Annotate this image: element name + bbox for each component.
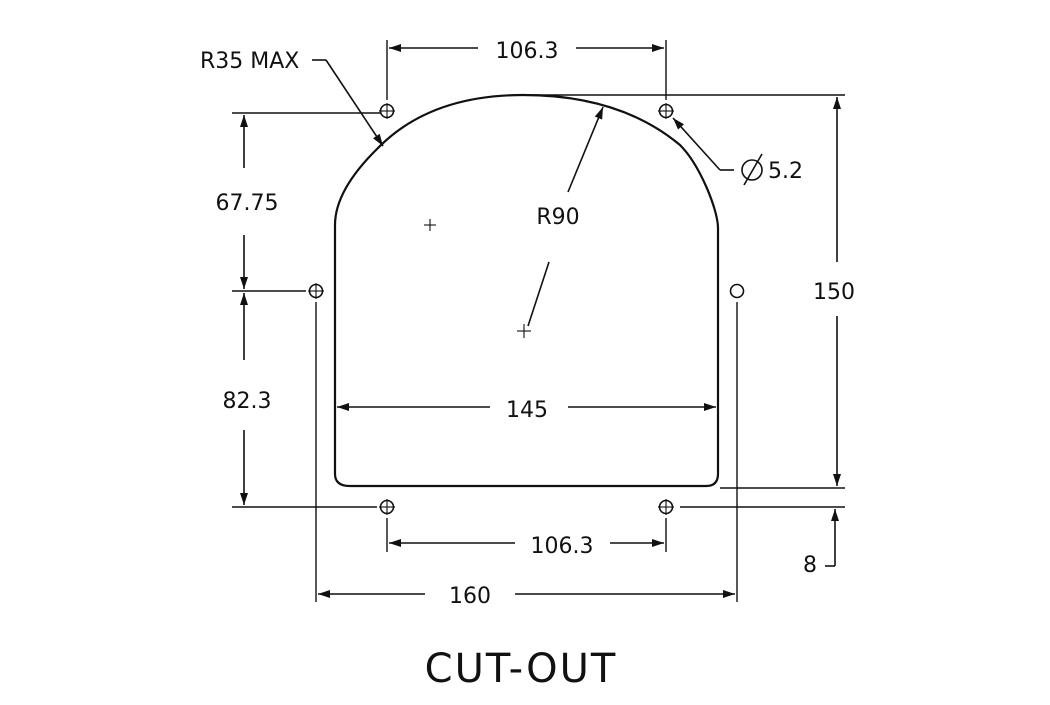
bottom-hole-spacing-label: 106.3: [531, 534, 594, 559]
drawing-title: CUT-OUT: [425, 646, 618, 692]
corner-radius-label: R35 MAX: [200, 49, 299, 74]
cutout-outline: [333, 93, 720, 488]
overall-height-label: 150: [813, 280, 855, 305]
hole-diameter-label: 5.2: [768, 159, 803, 184]
diameter-symbol: [741, 153, 763, 186]
outer-hole-spacing-label: 160: [449, 584, 491, 609]
top-hole-spacing-label: 106.3: [496, 39, 559, 64]
mounting-holes: [308, 103, 745, 515]
hole-top-left: [379, 103, 395, 119]
hole-top-right: [658, 103, 674, 119]
extension-lines: [232, 40, 845, 602]
lower-vertical-label: 82.3: [223, 389, 272, 414]
arc-radius-label: R90: [536, 205, 579, 230]
dimension-lines: [240, 44, 841, 598]
hole-bottom-right: [658, 499, 674, 515]
hole-middle-right: [729, 283, 745, 299]
cutout-width-label: 145: [506, 398, 548, 423]
hole-middle-left: [308, 283, 324, 299]
upper-vertical-label: 67.75: [216, 191, 279, 216]
hole-bottom-left: [379, 499, 395, 515]
bottom-offset-label: 8: [803, 553, 817, 578]
center-marks: [424, 219, 531, 338]
